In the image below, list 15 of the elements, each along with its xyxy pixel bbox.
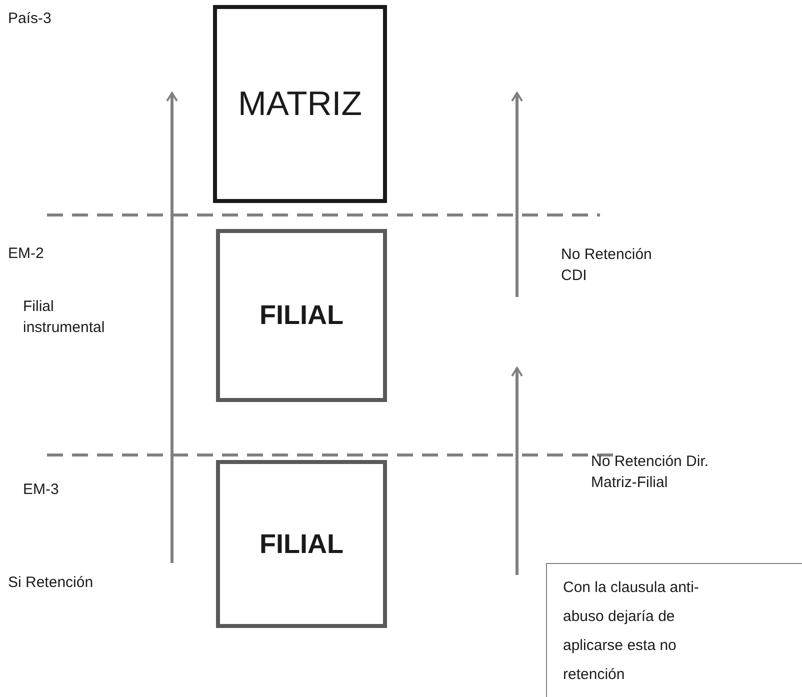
entity-name: FILIAL: [260, 528, 344, 560]
note-text: Con la clausula anti-abuso dejaría de aplicarse esta no retención: [563, 578, 700, 685]
subsidiary-box: [216, 460, 387, 628]
flow-label: No Retención CDI: [561, 245, 653, 286]
flow-label: No Retención Dir. Matriz-Filial: [591, 452, 710, 493]
subsidiary-box: [216, 229, 387, 402]
jurisdiction-label: País-3: [8, 9, 52, 29]
entity-name: MATRIZ: [238, 84, 362, 124]
note-box: [546, 563, 802, 697]
jurisdiction-label: EM-3: [23, 480, 60, 500]
jurisdiction-label: EM-2: [8, 244, 45, 264]
entity-name: FILIAL: [260, 300, 344, 331]
flow-label: Si Retención: [8, 573, 94, 593]
parent-company-box: [213, 5, 387, 203]
entity-label: Filial instrumental: [23, 297, 106, 338]
